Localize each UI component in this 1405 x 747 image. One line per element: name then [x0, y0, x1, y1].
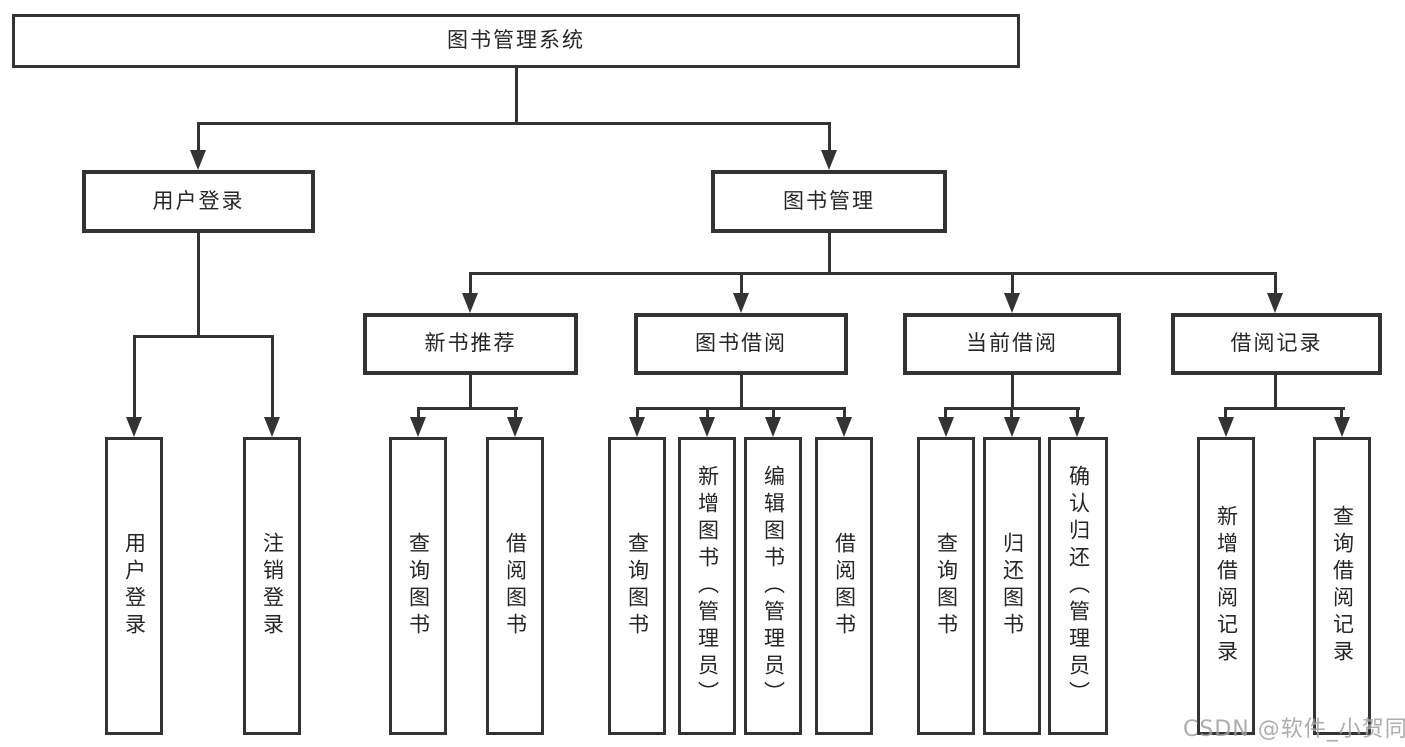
edge-root-hline — [197, 122, 831, 125]
arrowhead-logout-leaf — [264, 417, 280, 437]
arrowhead-borrow-records — [1267, 293, 1283, 313]
arrowhead-borrow-books-2 — [836, 417, 852, 437]
edge-current-borrow-stem — [1011, 375, 1014, 410]
arrowhead-new-book-recommend — [462, 293, 478, 313]
leaf-query-books-3: 查询图书 — [917, 437, 975, 735]
arrowhead-user-login-leaf — [126, 417, 142, 437]
node-user-login: 用户登录 — [82, 170, 315, 233]
arrowhead-add-borrow-record — [1218, 417, 1234, 437]
watermark: CSDN @软件_小贺同学 — [1183, 717, 1405, 742]
edge-book-borrow-hline — [636, 407, 846, 410]
edge-new-book-recommend-stem — [469, 375, 472, 410]
node-borrow-records: 借阅记录 — [1171, 313, 1382, 375]
leaf-user-login: 用户登录 — [105, 437, 163, 735]
edge-stem-query-books-2 — [636, 407, 639, 419]
edge-borrow-records-stem — [1274, 375, 1277, 410]
edge-stem-logout-leaf — [271, 335, 274, 419]
edge-stem-book-borrow — [740, 272, 743, 297]
edge-stem-user-login-leaf — [133, 335, 136, 419]
edge-stem-new-book-recommend — [469, 272, 472, 297]
arrowhead-borrow-books-1 — [507, 417, 523, 437]
node-root: 图书管理系统 — [12, 14, 1020, 68]
edge-new-book-recommend-hline — [417, 407, 518, 410]
arrowhead-confirm-return — [1069, 417, 1085, 437]
leaf-confirm-return-admin: 确认归还（管理员） — [1048, 437, 1108, 735]
arrowhead-query-borrow-record — [1334, 417, 1350, 437]
edge-stem-query-books-1 — [417, 407, 420, 419]
node-new-book-recommend: 新书推荐 — [363, 313, 578, 375]
node-book-borrow: 图书借阅 — [634, 313, 848, 375]
edge-stem-add-borrow-record — [1224, 407, 1227, 419]
arrowhead-add-books-admin — [699, 417, 715, 437]
leaf-return-books: 归还图书 — [983, 437, 1041, 735]
edge-stem-confirm-return — [1076, 407, 1079, 419]
leaf-logout: 注销登录 — [243, 437, 301, 735]
edge-user-login-stem — [197, 233, 200, 337]
arrowhead-book-management — [821, 150, 837, 170]
edge-stem-book-management — [828, 122, 831, 152]
edge-stem-borrow-books-2 — [843, 407, 846, 419]
arrowhead-return-books — [1004, 417, 1020, 437]
arrowhead-user-login — [190, 150, 206, 170]
leaf-borrow-books-1: 借阅图书 — [486, 437, 544, 735]
arrowhead-query-books-1 — [410, 417, 426, 437]
edge-stem-borrow-books-1 — [514, 407, 517, 419]
edge-user-login-hline — [133, 335, 274, 338]
leaf-edit-books-admin: 编辑图书（管理员） — [744, 437, 802, 735]
edge-book-management-hline — [469, 272, 1277, 275]
edge-stem-user-login — [197, 122, 200, 152]
edge-stem-query-books-3 — [944, 407, 947, 419]
node-current-borrow: 当前借阅 — [903, 313, 1121, 375]
arrowhead-query-books-3 — [938, 417, 954, 437]
arrowhead-current-borrow — [1004, 293, 1020, 313]
leaf-add-borrow-record: 新增借阅记录 — [1197, 437, 1255, 735]
edge-book-borrow-stem — [740, 375, 743, 410]
leaf-query-books-1: 查询图书 — [389, 437, 447, 735]
edge-stem-add-books-admin — [706, 407, 709, 419]
edge-root-stem — [515, 68, 518, 125]
arrowhead-edit-books-admin — [765, 417, 781, 437]
leaf-borrow-books-2: 借阅图书 — [815, 437, 873, 735]
edge-stem-borrow-records — [1274, 272, 1277, 297]
edge-borrow-records-hline — [1224, 407, 1345, 410]
arrowhead-book-borrow — [733, 293, 749, 313]
edge-book-management-stem — [828, 233, 831, 275]
leaf-query-books-2: 查询图书 — [608, 437, 666, 735]
edge-stem-return-books — [1010, 407, 1013, 419]
arrowhead-query-books-2 — [629, 417, 645, 437]
edge-stem-edit-books-admin — [772, 407, 775, 419]
leaf-query-borrow-record: 查询借阅记录 — [1313, 437, 1371, 735]
leaf-add-books-admin: 新增图书（管理员） — [678, 437, 736, 735]
node-book-management: 图书管理 — [711, 170, 947, 233]
edge-stem-current-borrow — [1011, 272, 1014, 297]
edge-stem-query-borrow-record — [1340, 407, 1343, 419]
